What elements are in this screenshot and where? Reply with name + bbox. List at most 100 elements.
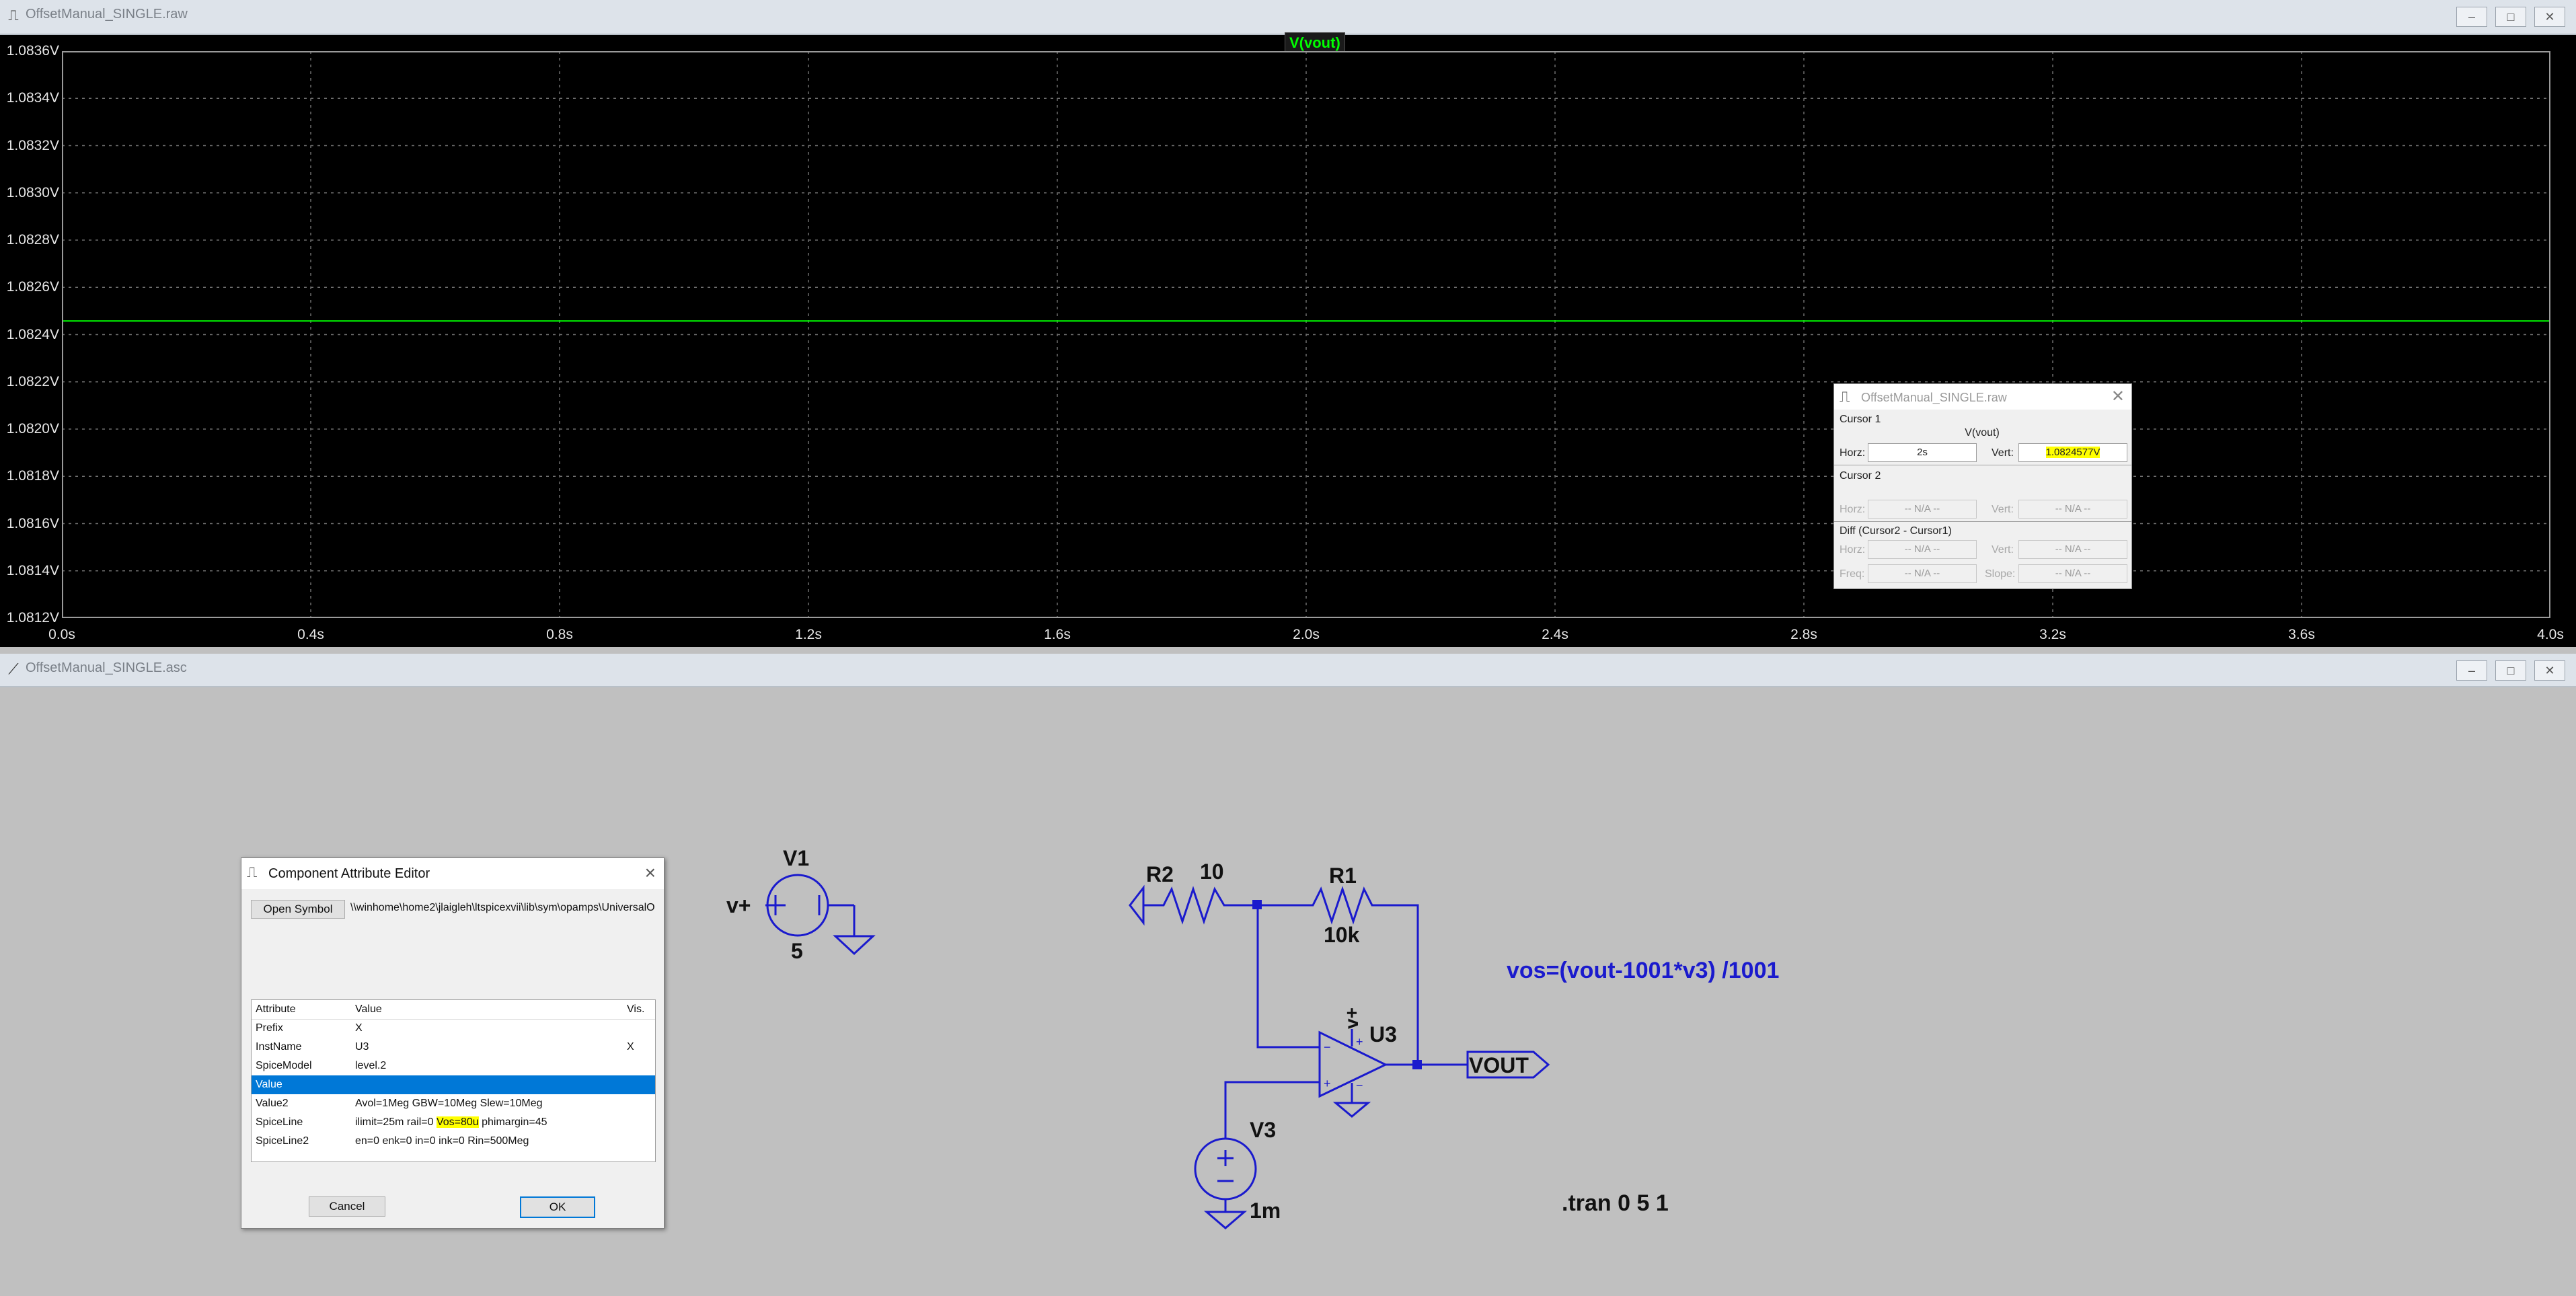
schematic-icon: ⟋ [8,660,19,677]
waveform-window: ⎍ OffsetManual_SINGLE.raw – □ ✕ V(vout) … [0,0,2576,647]
ltspice-icon: ⎍ [1840,388,1850,405]
ok-button[interactable]: OK [520,1196,595,1218]
r2-resistor [1143,886,1258,925]
diff-horz-field: -- N/A -- [1868,540,1977,559]
schematic-titlebar[interactable]: ⟋ OffsetManual_SINGLE.asc – □ ✕ [0,654,2576,687]
opamp-vplus-pin: + [1356,1035,1363,1049]
attribute-editor-titlebar[interactable]: ⎍ Component Attribute Editor × [241,858,664,889]
r2-input-flag [1129,884,1145,926]
diff-slope-field: -- N/A -- [2018,564,2127,583]
r1-value[interactable]: 10k [1324,923,1360,947]
vert-label: Vert: [1992,447,2014,459]
table-row[interactable]: Value2 Avol=1Meg GBW=10Meg Slew=10Meg [252,1094,655,1113]
diff-vert-label: Vert: [1992,544,2014,556]
y-tick-label: 1.0824V [6,326,59,342]
component-attribute-editor[interactable]: ⎍ Component Attribute Editor × Open Symb… [241,857,665,1229]
cursor1-horz-field[interactable]: 2s [1868,443,1977,462]
r2-value[interactable]: 10 [1200,860,1224,884]
cursor2-horz-field: -- N/A -- [1868,500,1977,519]
y-tick-label: 1.0816V [6,515,59,531]
ltspice-icon: ⎍ [247,864,258,880]
r2-name[interactable]: R2 [1146,862,1174,886]
maximize-icon[interactable]: □ [2495,660,2526,681]
spiceline-value-pre: ilimit=25m rail=0 [355,1116,437,1128]
y-tick-label: 1.0812V [6,610,59,625]
cursor1-trace: V(vout) [1965,427,2000,439]
offset-formula-comment[interactable]: vos=(vout-1001*v3) /1001 [1507,958,1780,983]
row-attribute: SpiceModel [256,1060,312,1071]
table-row-selected[interactable]: Value [252,1075,655,1094]
v3-source-symbol [1194,1137,1257,1200]
ltspice-icon: ⎍ [8,7,19,24]
open-symbol-button[interactable]: Open Symbol [251,900,345,919]
plot-border [62,51,2550,618]
plot-area[interactable] [61,50,2551,619]
opamp-supply-label[interactable]: v+ [1340,1007,1362,1029]
cursor-dialog-titlebar[interactable]: ⎍ OffsetManual_SINGLE.raw ✕ [1834,384,2131,410]
cursor-dialog[interactable]: ⎍ OffsetManual_SINGLE.raw ✕ Cursor 1 V(v… [1833,383,2132,589]
v3-name[interactable]: V3 [1250,1118,1277,1142]
v1-value[interactable]: 5 [791,939,803,963]
plot-grid [61,50,2551,619]
vout-net-label[interactable]: VOUT [1469,1053,1529,1077]
close-icon[interactable]: ✕ [2534,7,2565,27]
row-value: en=0 enk=0 in=0 ink=0 Rin=500Meg [355,1135,529,1147]
y-tick-label: 1.0834V [6,90,59,106]
row-value: X [355,1022,363,1034]
column-value: Value [355,1003,382,1015]
row-attribute: InstName [256,1041,302,1053]
attribute-table[interactable]: Attribute Value Vis. Prefix X InstName U… [251,999,656,1162]
close-icon[interactable]: × [644,862,656,883]
row-attribute: SpiceLine [256,1116,303,1128]
table-row[interactable]: Prefix X [252,1019,655,1038]
table-row[interactable]: SpiceLine ilimit=25m rail=0 Vos=80u phim… [252,1113,655,1132]
u3-name[interactable]: U3 [1369,1022,1397,1046]
x-tick-label: 2.0s [1293,627,1320,642]
diff-freq-field: -- N/A -- [1868,564,1977,583]
x-tick-label: 3.6s [2288,627,2315,642]
table-row[interactable]: InstName U3 X [252,1038,655,1057]
y-tick-label: 1.0820V [6,421,59,436]
waveform-title: OffsetManual_SINGLE.raw [26,7,188,22]
minimize-icon[interactable]: – [2456,660,2487,681]
cursor1-label: Cursor 1 [1840,414,1881,425]
v1-name[interactable]: V1 [783,846,810,870]
close-icon[interactable]: ✕ [2534,660,2565,681]
spiceline-value-post: phimargin=45 [478,1116,547,1128]
tran-directive[interactable]: .tran 0 5 1 [1562,1190,1669,1216]
opamp-minus-pin: − [1324,1040,1331,1054]
opamp-vminus-pin: − [1356,1079,1363,1092]
cursor1-vert-value: 1.0824577V [2045,447,2100,458]
close-icon[interactable]: ✕ [2111,387,2125,406]
x-tick-label: 0.4s [297,627,324,642]
cursor2-vert-label: Vert: [1992,504,2014,515]
cursor2-label: Cursor 2 [1840,470,1881,482]
freq-label: Freq: [1840,568,1865,580]
table-row[interactable]: SpiceModel level.2 [252,1057,655,1075]
cancel-button[interactable]: Cancel [309,1196,385,1217]
maximize-icon[interactable]: □ [2495,7,2526,27]
u3-ground-icon [1332,1102,1371,1118]
row-attribute: Prefix [256,1022,283,1034]
cursor1-vert-field[interactable]: 1.0824577V [2018,443,2127,462]
v3-value[interactable]: 1m [1250,1198,1281,1223]
vplus-net-label[interactable]: v+ [726,893,751,917]
junction-dot [1412,1060,1422,1069]
row-attribute: Value [256,1079,282,1090]
slope-label: Slope: [1985,568,2016,580]
y-tick-label: 1.0814V [6,562,59,578]
row-vis: X [627,1041,634,1053]
vout-port-flag [1466,1051,1550,1079]
row-attribute: SpiceLine2 [256,1135,309,1147]
junction-dot [1252,900,1262,909]
table-row[interactable]: SpiceLine2 en=0 enk=0 in=0 ink=0 Rin=500… [252,1132,655,1151]
y-tick-label: 1.0830V [6,184,59,200]
horz-label: Horz: [1840,447,1866,459]
diff-label: Diff (Cursor2 - Cursor1) [1840,525,1952,537]
r1-name[interactable]: R1 [1329,864,1357,888]
attribute-editor-title: Component Attribute Editor [268,866,430,881]
minimize-icon[interactable]: – [2456,7,2487,27]
y-tick-label: 1.0832V [6,137,59,153]
table-header: Attribute Value Vis. [252,1000,655,1020]
